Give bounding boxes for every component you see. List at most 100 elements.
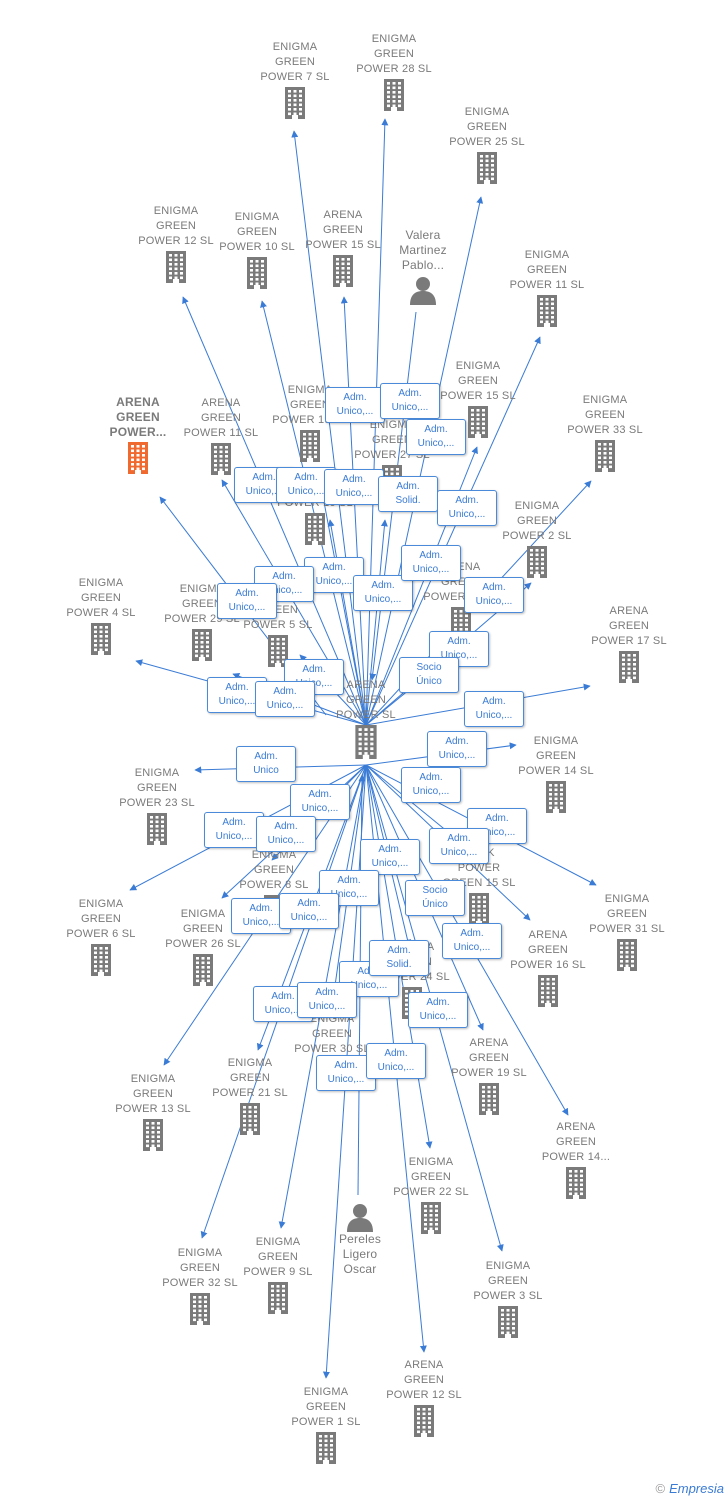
building-icon <box>193 954 213 986</box>
relation-label[interactable]: Adm. Unico,... <box>297 982 357 1018</box>
company-node-ep12[interactable]: ENIGMA GREEN POWER 12 SL <box>121 204 231 283</box>
company-node-ep10[interactable]: ENIGMA GREEN POWER 10 SL <box>202 210 312 289</box>
relation-label[interactable]: Adm. Unico,... <box>279 893 339 929</box>
relation-edge-ep12 <box>182 296 367 726</box>
company-node-ap14[interactable]: ARENA GREEN POWER 14... <box>521 1120 631 1199</box>
building-icon <box>498 1306 518 1338</box>
company-node-ep22[interactable]: ENIGMA GREEN POWER 22 SL <box>376 1155 486 1234</box>
brand-name: Empresia <box>669 1481 724 1496</box>
building-icon <box>479 1083 499 1115</box>
company-node-ep25[interactable]: ENIGMA GREEN POWER 25 SL <box>432 105 542 184</box>
company-label: ENIGMA GREEN POWER 32 SL <box>162 1247 238 1289</box>
company-node-ep21[interactable]: ENIGMA GREEN POWER 21 SL <box>195 1056 305 1135</box>
company-node-ep11[interactable]: ENIGMA GREEN POWER 11 SL <box>492 248 602 327</box>
building-icon <box>305 513 325 545</box>
company-node-ep26[interactable]: ENIGMA GREEN POWER 26 SL <box>148 907 258 986</box>
relation-label[interactable]: Adm. Unico,... <box>380 383 440 419</box>
relation-label[interactable]: Adm. Unico,... <box>256 816 316 852</box>
person-icon <box>347 1204 373 1232</box>
company-node-ep7[interactable]: ENIGMA GREEN POWER 7 SL <box>240 40 350 119</box>
company-node-ep9[interactable]: ENIGMA GREEN POWER 9 SL <box>223 1235 333 1314</box>
relation-label[interactable]: Adm. Unico,... <box>442 923 502 959</box>
person-icon <box>410 277 436 305</box>
company-node-ep2[interactable]: ENIGMA GREEN POWER 2 SL <box>482 499 592 578</box>
company-label: ENIGMA GREEN POWER 25 SL <box>449 106 525 148</box>
company-node-ap15[interactable]: ARENA GREEN POWER 15 SL <box>288 208 398 287</box>
relation-label[interactable]: Adm. Unico,... <box>464 577 524 613</box>
company-label: ENIGMA GREEN POWER 26 SL <box>165 908 241 950</box>
building-icon <box>147 813 167 845</box>
relation-label[interactable]: Adm. Unico,... <box>401 545 461 581</box>
building-icon <box>477 152 497 184</box>
relation-label[interactable]: Socio Único <box>399 657 459 693</box>
company-node-ep3[interactable]: ENIGMA GREEN POWER 3 SL <box>453 1259 563 1338</box>
relation-label[interactable]: Adm. Unico,... <box>217 583 277 619</box>
person-node-valera[interactable]: Valera Martinez Pablo... <box>368 228 478 305</box>
relation-edge-ap15 <box>340 296 367 726</box>
relation-label[interactable]: Adm. Unico,... <box>325 387 385 423</box>
company-node-ap17[interactable]: ARENA GREEN POWER 17 SL <box>574 604 684 683</box>
relation-edge-ep11 <box>365 336 541 726</box>
company-label: ENIGMA GREEN POWER 10 SL <box>219 211 295 253</box>
company-node-ap11[interactable]: ARENA GREEN POWER 11 SL <box>166 396 276 475</box>
company-label: ENIGMA GREEN POWER 13 SL <box>115 1073 191 1115</box>
company-node-ap19[interactable]: ARENA GREEN POWER 19 SL <box>434 1036 544 1115</box>
relation-label[interactable]: Socio Único <box>405 880 465 916</box>
company-node-ep13[interactable]: ENIGMA GREEN POWER 13 SL <box>98 1072 208 1151</box>
copyright-symbol: © <box>655 1481 666 1496</box>
relation-label[interactable]: Adm. Unico,... <box>437 490 497 526</box>
relation-label[interactable]: Adm. Unico,... <box>353 575 413 611</box>
building-icon <box>527 546 547 578</box>
company-label: ARENA GREEN POWER 17 SL <box>591 605 667 647</box>
company-node-ep1[interactable]: ENIGMA GREEN POWER 1 SL <box>271 1385 381 1464</box>
company-label: ARENA GREEN POWER 14... <box>541 1121 611 1163</box>
building-icon <box>211 443 231 475</box>
company-node-ap12[interactable]: ARENA GREEN POWER 12 SL <box>369 1358 479 1437</box>
relation-edge-ep7 <box>291 130 367 726</box>
company-label: ENIGMA GREEN POWER 23 SL <box>119 767 195 809</box>
company-node-ep33[interactable]: ENIGMA GREEN POWER 33 SL <box>550 393 660 472</box>
relation-label[interactable]: Adm. Unico,... <box>324 469 384 505</box>
company-node-ep14[interactable]: ENIGMA GREEN POWER 14 SL <box>501 734 611 813</box>
company-node-ep31[interactable]: ENIGMA GREEN POWER 31 SL <box>572 892 682 971</box>
company-label: ARENA GREEN POWER 12 SL <box>386 1359 462 1401</box>
company-node-ep15[interactable]: ENIGMA GREEN POWER 15 SL <box>423 359 533 438</box>
brand-footer[interactable]: ©Empresia <box>655 1481 724 1496</box>
relation-edge-ep27 <box>365 519 388 726</box>
building-icon <box>166 251 186 283</box>
company-label: ENIGMA GREEN POWER 7 SL <box>260 41 330 83</box>
relation-label[interactable]: Adm. Unico,... <box>401 767 461 803</box>
company-node-ep32[interactable]: ENIGMA GREEN POWER 32 SL <box>145 1246 255 1325</box>
relation-label[interactable]: Adm. Unico,... <box>406 419 466 455</box>
company-node-ep23[interactable]: ENIGMA GREEN POWER 23 SL <box>102 766 212 845</box>
relation-edge-ep19 <box>315 469 367 726</box>
company-node-ep28[interactable]: ENIGMA GREEN POWER 28 SL <box>339 32 449 111</box>
relation-label[interactable]: Adm. Unico <box>236 746 296 782</box>
relation-label[interactable]: Adm. Unico,... <box>255 681 315 717</box>
person-label: Valera Martinez Pablo... <box>399 228 447 272</box>
focus-company-node[interactable]: ARENA GREEN POWER... <box>83 395 193 474</box>
company-label: ENIGMA GREEN POWER 11 SL <box>509 249 585 291</box>
relation-label[interactable]: Adm. Unico,... <box>408 992 468 1028</box>
company-node-ap16[interactable]: ARENA GREEN POWER 16 SL <box>493 928 603 1007</box>
relation-edge-ep16 <box>327 519 367 726</box>
relation-label[interactable]: Adm. Unico,... <box>464 691 524 727</box>
company-label: ARENA GREEN POWER... <box>109 395 167 439</box>
company-node-ep6[interactable]: ENIGMA GREEN POWER 6 SL <box>46 897 156 976</box>
relation-label[interactable]: Adm. Unico,... <box>290 784 350 820</box>
person-node-pereles[interactable]: Pereles Ligero Oscar <box>305 1200 415 1277</box>
relation-label[interactable]: Adm. Unico,... <box>204 812 264 848</box>
relation-label[interactable]: Adm. Unico,... <box>427 731 487 767</box>
center-company-node[interactable]: ARENA GREEN POWER SL <box>311 678 421 759</box>
company-node-ep29[interactable]: ENIGMA GREEN POWER 29 SL <box>147 582 257 661</box>
building-icon <box>316 1432 336 1464</box>
relation-label[interactable]: Adm. Unico,... <box>429 828 489 864</box>
relation-label[interactable]: Adm. Solid. <box>378 476 438 512</box>
company-label: ENIGMA GREEN POWER 6 SL <box>66 898 136 940</box>
relation-label[interactable]: Adm. Unico,... <box>360 839 420 875</box>
company-label: ENIGMA GREEN POWER 12 SL <box>138 205 214 247</box>
relation-label[interactable]: Adm. Solid. <box>369 940 429 976</box>
relation-label[interactable]: Adm. Unico,... <box>366 1043 426 1079</box>
company-node-ep4[interactable]: ENIGMA GREEN POWER 4 SL <box>46 576 156 655</box>
relation-edge-ep25 <box>365 196 484 726</box>
